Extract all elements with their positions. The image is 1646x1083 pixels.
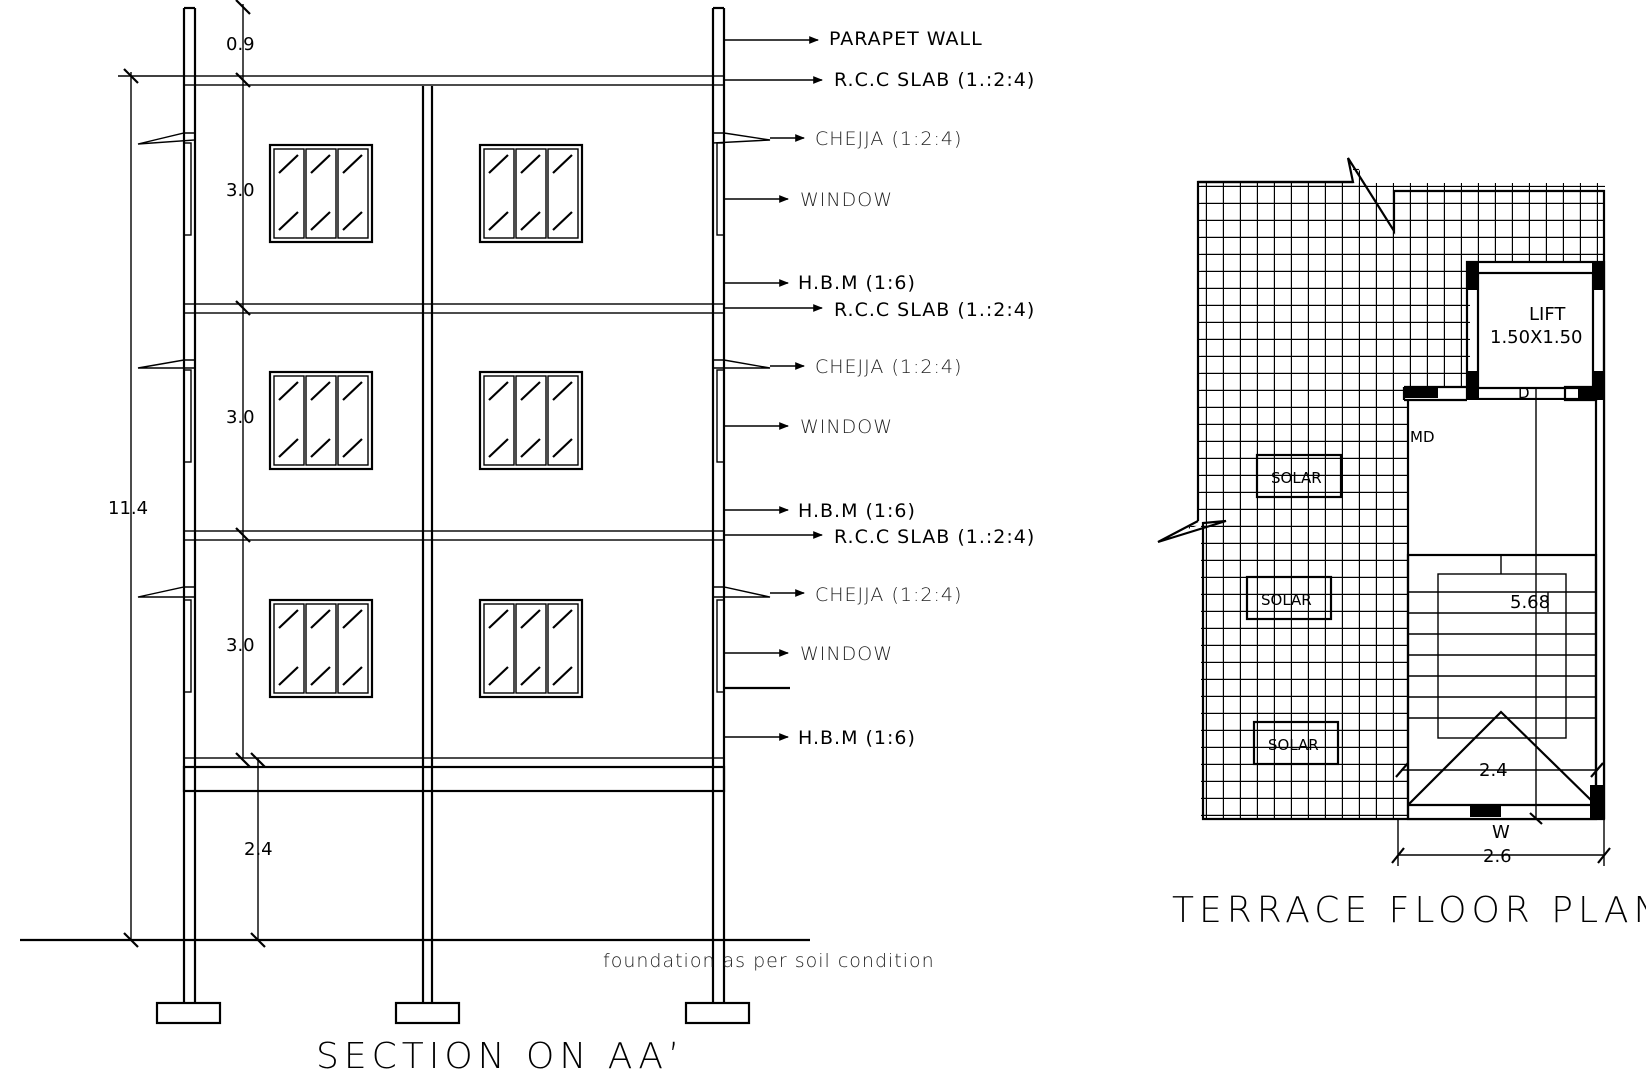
window-label: W: [1492, 822, 1510, 843]
dim-parapet-height: 0.9: [226, 34, 255, 55]
solar-panels: SOLAR SOLAR SOLAR: [1245, 453, 1343, 766]
section-title: SECTION ON AA’: [316, 1036, 684, 1077]
dim-floor-3: 3.0: [226, 180, 255, 201]
label-hbm-mid: H.B.M (1:6): [798, 500, 916, 522]
chejjas: [137, 132, 771, 693]
label-window-low: WINDOW: [800, 643, 893, 665]
main-door-label: MD: [1410, 428, 1435, 446]
label-rcc-slab-low: R.C.C SLAB (1.:2:4): [834, 526, 1035, 548]
label-parapet-wall: PARAPET WALL: [829, 28, 983, 50]
label-window-top: WINDOW: [800, 189, 893, 211]
label-rcc-slab-mid: R.C.C SLAB (1.:2:4): [834, 299, 1035, 321]
section-drawing: PARAPET WALL R.C.C SLAB (1.:2:4) CHEJJA …: [20, 0, 1035, 1077]
label-window-mid: WINDOW: [800, 416, 893, 438]
label-foundation: foundation as per soil condition: [603, 950, 935, 972]
lift-label: LIFT: [1529, 304, 1566, 325]
door-label: D: [1518, 384, 1530, 402]
windows: [268, 143, 584, 699]
solar-label-2: SOLAR: [1261, 591, 1312, 609]
dimension-lines: [118, 0, 266, 948]
dim-total-height: 11.4: [108, 498, 148, 519]
label-hbm-low: H.B.M (1:6): [798, 727, 916, 749]
terrace-title: TERRACE FLOOR PLAN: [1172, 890, 1646, 931]
dim-stilt-height: 2.4: [244, 839, 273, 860]
label-chejja-top: CHEJJA (1:2:4): [815, 128, 962, 150]
leader-arrows: [724, 36, 823, 741]
dim-floor-2: 3.0: [226, 407, 255, 428]
solar-label-1: SOLAR: [1271, 469, 1322, 487]
lift-size-label: 1.50X1.50: [1490, 327, 1583, 348]
label-chejja-low: CHEJJA (1:2:4): [815, 584, 962, 606]
footings: [155, 1001, 751, 1025]
plan-dimensions: [1391, 762, 1611, 866]
dim-stair-width: 2.4: [1479, 760, 1508, 781]
rcc-slabs: [182, 75, 726, 793]
label-chejja-mid: CHEJJA (1:2:4): [815, 356, 962, 378]
dim-overall-width: 2.6: [1483, 846, 1512, 867]
label-hbm-top: H.B.M (1:6): [798, 272, 916, 294]
staircase: [1406, 388, 1604, 821]
dim-floor-1: 3.0: [226, 635, 255, 656]
label-rcc-slab-top: R.C.C SLAB (1.:2:4): [834, 69, 1035, 91]
solar-label-3: SOLAR: [1268, 736, 1319, 754]
dim-stair-length: 5.68: [1510, 592, 1550, 613]
terrace-plan: SOLAR SOLAR SOLAR LIFT 1.50X1.50 D MD 5.…: [1157, 157, 1646, 931]
